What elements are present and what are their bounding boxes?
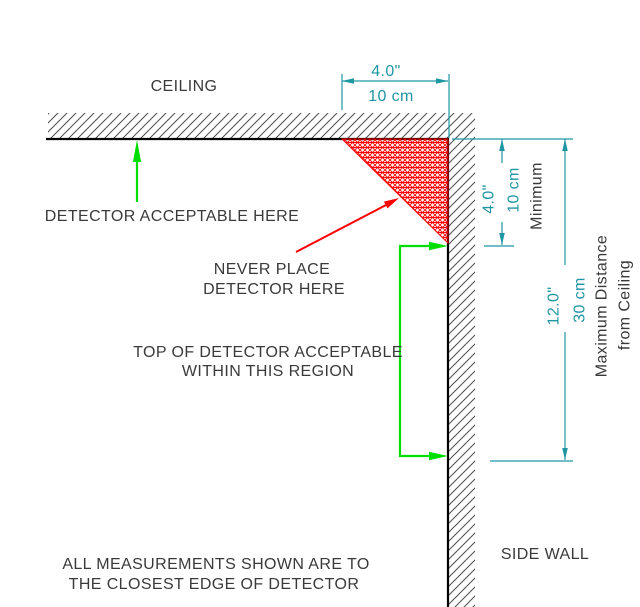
max-dim-arrow-down xyxy=(562,448,568,460)
top-dim-inches: 4.0" xyxy=(371,63,401,80)
bracket-arrow-top xyxy=(429,241,448,251)
detector-acceptable-label: DETECTOR ACCEPTABLE HERE xyxy=(45,208,299,225)
never-place-arrow-line xyxy=(295,203,388,253)
acceptable-arrow-head xyxy=(132,140,142,162)
min-dim-arrow-up xyxy=(499,139,505,151)
footnote-line1: ALL MEASUREMENTS SHOWN ARE TO xyxy=(62,556,369,573)
ceiling-label: CEILING xyxy=(151,78,218,95)
top-dim-arrow-right xyxy=(436,78,448,84)
exclusion-zone-triangle xyxy=(340,138,449,245)
top-dim-arrow-left xyxy=(342,78,354,84)
acceptable-region-bracket xyxy=(398,244,432,458)
min-dim-inches: 4.0" xyxy=(481,184,498,214)
never-place-label-line1: NEVER PLACE xyxy=(214,261,330,278)
max-dim-qualifier-line1: Maximum Distance xyxy=(594,235,611,377)
max-dim-qualifier-line2: from Ceiling xyxy=(617,260,634,350)
max-dim-inches: 12.0" xyxy=(546,287,563,326)
min-dim-metric: 10 cm xyxy=(506,167,523,213)
top-dim-metric: 10 cm xyxy=(368,88,414,105)
footnote-line2: THE CLOSEST EDGE OF DETECTOR xyxy=(69,576,360,593)
bracket-arrow-bottom xyxy=(429,451,448,461)
max-dim-metric: 30 cm xyxy=(572,277,589,323)
max-dim-arrow-up xyxy=(562,139,568,151)
acceptable-region-label-line2: WITHIN THIS REGION xyxy=(182,363,354,380)
side-wall-label: SIDE WALL xyxy=(501,546,589,563)
min-dim-qualifier: Minimum xyxy=(529,162,546,230)
never-place-arrow-head xyxy=(383,198,399,209)
never-place-label-line2: DETECTOR HERE xyxy=(203,281,345,298)
acceptable-region-label-line1: TOP OF DETECTOR ACCEPTABLE xyxy=(133,344,403,361)
min-dim-arrow-down xyxy=(499,233,505,245)
